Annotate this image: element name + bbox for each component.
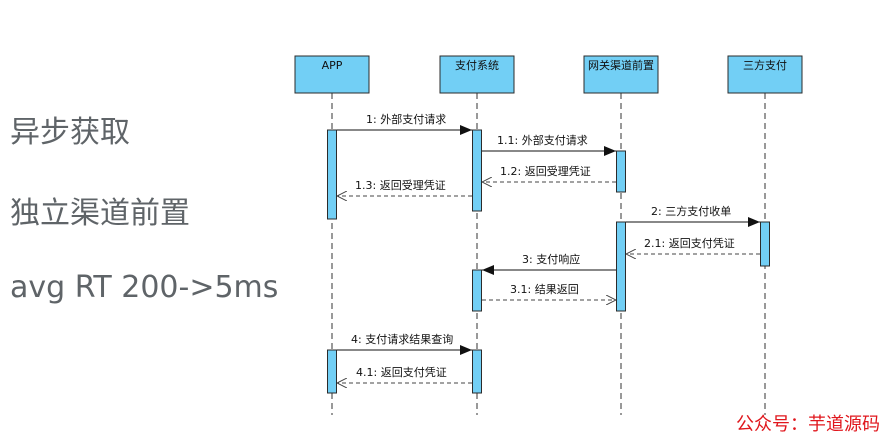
activation-bar-gw — [616, 221, 626, 312]
actor-box-pay — [439, 55, 515, 94]
activation-bar-pay — [472, 129, 482, 212]
activation-bar-pay — [472, 269, 482, 312]
message-label: 2.1: 返回支付凭证 — [644, 236, 735, 250]
actor-label-pay: 支付系统 — [455, 59, 499, 72]
message-label: 1.1: 外部支付请求 — [497, 133, 588, 147]
key-points-panel: 异步获取 独立渠道前置 avg RT 200->5ms — [0, 0, 290, 442]
message-label: 3: 支付响应 — [522, 252, 580, 266]
activation-bar-third — [760, 221, 770, 267]
actor-box-app — [294, 55, 370, 94]
message-label: 1: 外部支付请求 — [366, 112, 446, 126]
message-label: 4.1: 返回支付凭证 — [356, 365, 447, 379]
point-async-fetch: 异步获取 — [10, 115, 130, 150]
actor-label-third: 三方支付 — [743, 58, 787, 72]
activation-bar-app — [327, 349, 337, 394]
message-label: 3.1: 结果返回 — [510, 283, 579, 296]
watermark: 公众号：芋道源码 — [736, 414, 880, 435]
activation-bar-pay — [472, 349, 482, 394]
message-label: 4: 支付请求结果查询 — [351, 332, 453, 346]
activation-bar-gw — [616, 150, 626, 193]
message-label: 1.3: 返回受理凭证 — [355, 178, 446, 192]
point-independent-channel: 独立渠道前置 — [10, 196, 190, 231]
point-avg-rt: avg RT 200->5ms — [10, 270, 279, 305]
actor-label-gw: 网关渠道前置 — [588, 58, 654, 72]
activation-bar-app — [327, 129, 337, 220]
actor-box-third — [727, 55, 803, 94]
actor-label-app: APP — [322, 59, 343, 72]
actor-box-gw — [583, 55, 659, 94]
message-label: 2: 三方支付收单 — [651, 204, 731, 218]
message-label: 1.2: 返回受理凭证 — [500, 164, 591, 178]
